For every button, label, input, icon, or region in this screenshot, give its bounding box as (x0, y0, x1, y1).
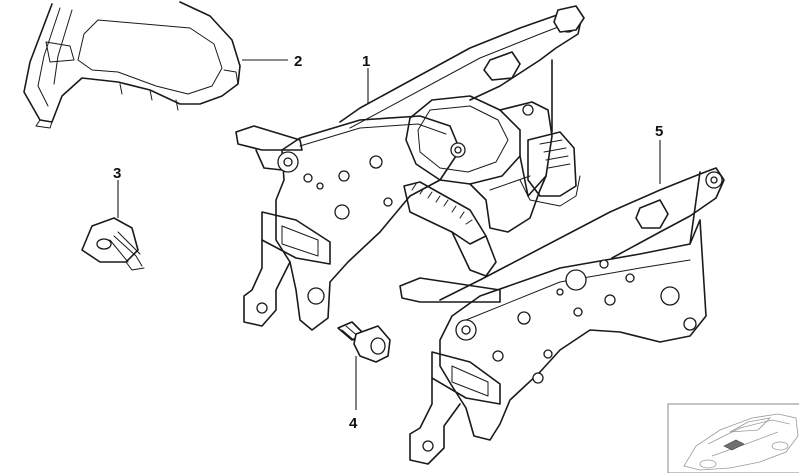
part-4-bolt (337, 321, 391, 410)
part-1-seat-bracket (235, 5, 585, 331)
callout-1: 1 (362, 53, 370, 70)
part-3-clip (81, 180, 145, 271)
callout-3: 3 (113, 165, 121, 182)
part-5-seat-bracket (399, 140, 725, 465)
callout-5: 5 (655, 123, 663, 140)
callout-2: 2 (294, 53, 302, 70)
car-locator-thumbnail (667, 403, 799, 473)
callout-4: 4 (349, 415, 358, 432)
part-2-trim-cover (23, 1, 288, 129)
